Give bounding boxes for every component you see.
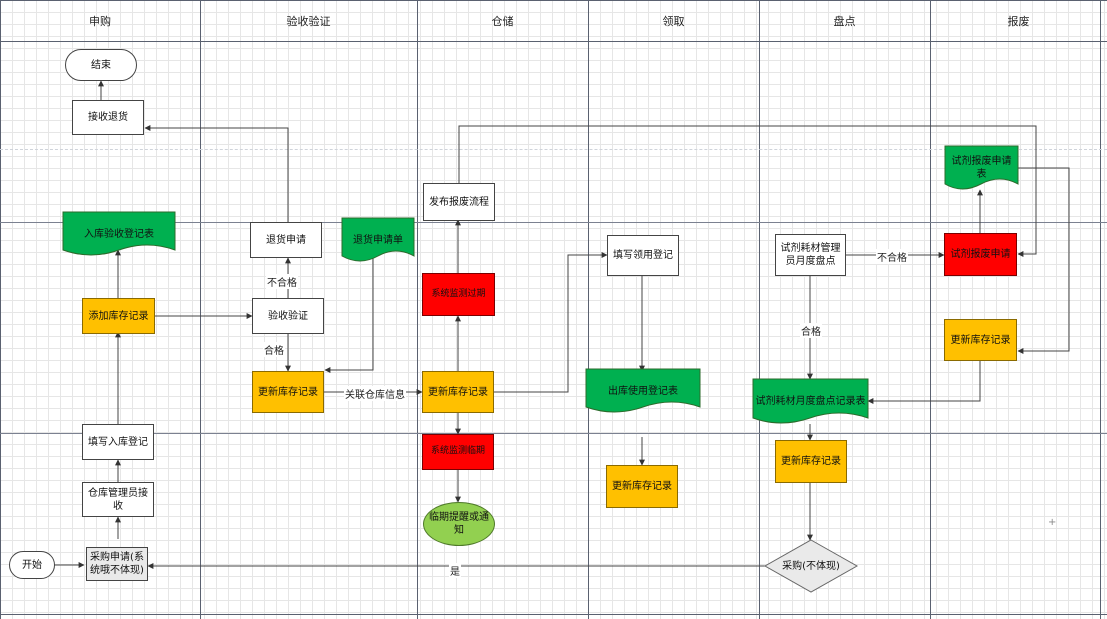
inspect-step[interactable]: 验收验证 <box>252 298 324 334</box>
purchase-request-step[interactable]: 采购申请(系统哦不体现) <box>86 547 148 581</box>
update-stock-acceptance[interactable]: 更新库存记录 <box>252 371 324 413</box>
phase-divider <box>0 222 1107 223</box>
edge-label-pass: 合格 <box>800 323 822 338</box>
lane-border <box>588 0 589 619</box>
monthly-check-step[interactable]: 试剂耗材管理员月度盘点 <box>775 234 846 276</box>
purchase-decision-label: 采购(不体现) <box>782 560 840 572</box>
update-stock-inventory[interactable]: 更新库存记录 <box>775 440 847 483</box>
keeper-receive-step[interactable]: 仓库管理员接收 <box>82 482 154 517</box>
return-form-document-label: 退货申请单 <box>353 234 403 246</box>
lane-border <box>417 0 418 619</box>
header-top-border <box>0 0 1107 1</box>
lane-header-storage: 仓储 <box>491 14 514 28</box>
update-stock-warehouse[interactable]: 更新库存记录 <box>422 371 494 413</box>
lane-header-purchase: 申购 <box>89 14 111 28</box>
outbound-document[interactable]: 出库使用登记表 <box>585 368 701 413</box>
expiry-monitor-step[interactable]: 系统监测过期 <box>422 273 495 316</box>
monthly-check-document[interactable]: 试剂耗材月度盘点记录表 <box>752 378 869 424</box>
fill-inbound-step[interactable]: 填写入库登记 <box>82 424 154 460</box>
bottom-border <box>0 614 1107 615</box>
lane-border <box>930 0 931 619</box>
edge-scrapupdate-to-doc <box>867 361 981 404</box>
crosshair-cursor-icon: + <box>1048 517 1057 528</box>
return-form-document[interactable]: 退货申请单 <box>341 217 415 262</box>
near-expiry-monitor-step[interactable]: 系统监测临期 <box>422 434 494 470</box>
lane-header-scrap: 报废 <box>1007 14 1030 28</box>
edge-returnform-to-update <box>324 258 374 373</box>
fill-pickup-step[interactable]: 填写领用登记 <box>607 235 679 276</box>
edge-publish-to-scrap <box>458 125 1037 257</box>
header-bottom-border <box>0 41 1107 42</box>
inbound-record-document-label: 入库验收登记表 <box>84 228 154 240</box>
purchase-decision[interactable]: 采购(不体现) <box>763 539 859 593</box>
lane-border <box>0 0 1 619</box>
end-terminal[interactable]: 结束 <box>65 49 137 81</box>
inbound-record-document[interactable]: 入库验收登记表 <box>62 211 176 256</box>
edge-form-to-update <box>1017 167 1070 354</box>
lane-header-inventory: 盘点 <box>833 14 856 28</box>
lane-header-acceptance: 验收验证 <box>286 14 331 28</box>
scrap-request-step[interactable]: 试剂报废申请 <box>944 233 1017 276</box>
add-stock-step[interactable]: 添加库存记录 <box>82 298 155 334</box>
lane-border <box>200 0 201 619</box>
edge-label-fail: 不合格 <box>876 249 908 264</box>
edge-label-fail: 不合格 <box>266 274 298 289</box>
monthly-check-document-label: 试剂耗材月度盘点记录表 <box>755 396 866 407</box>
edge-label-pass: 合格 <box>263 342 285 357</box>
near-expiry-notify-terminal[interactable]: 临期提醒或通知 <box>423 502 495 546</box>
phase-divider <box>0 433 1107 434</box>
lane-border <box>759 0 760 619</box>
lane-header-pickup: 领取 <box>662 14 685 28</box>
start-terminal[interactable]: 开始 <box>9 551 55 579</box>
edge-warehouse-to-pickup <box>494 252 608 393</box>
publish-scrap-step[interactable]: 发布报废流程 <box>423 183 495 221</box>
update-stock-scrap[interactable]: 更新库存记录 <box>944 319 1017 361</box>
edge-label-yes: 是 <box>449 563 461 578</box>
scrap-form-document-label: 试剂报废申请表 <box>951 156 1012 180</box>
update-stock-pickup[interactable]: 更新库存记录 <box>606 465 678 508</box>
edge-return-to-receive <box>144 125 289 222</box>
scrap-form-document[interactable]: 试剂报废申请表 <box>944 145 1019 190</box>
lane-border <box>1100 0 1101 619</box>
receive-return-step[interactable]: 接收退货 <box>72 100 144 135</box>
guide-line <box>0 149 1107 150</box>
outbound-document-label: 出库使用登记表 <box>608 385 678 397</box>
return-request-step[interactable]: 退货申请 <box>250 222 322 258</box>
edge-label-link-info: 关联仓库信息 <box>344 386 406 401</box>
